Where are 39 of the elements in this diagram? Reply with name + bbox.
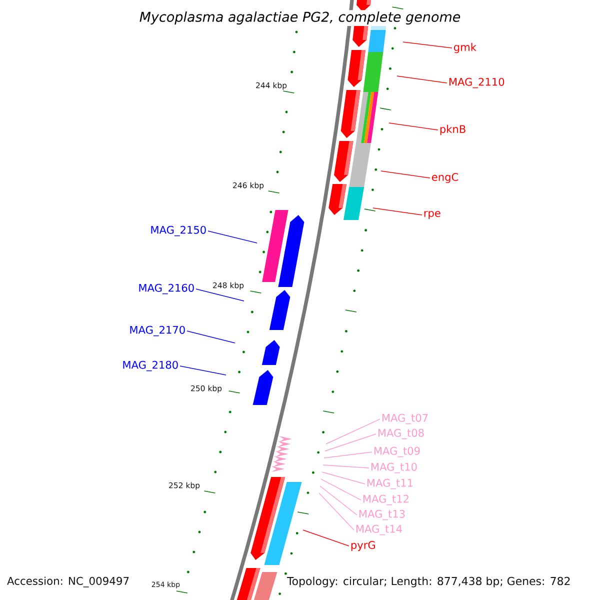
leader-line	[318, 492, 354, 530]
leader-line	[320, 478, 362, 500]
info-text: Accession: NC_009497	[7, 576, 129, 588]
leader-line	[324, 434, 376, 452]
gene-label: MAG_2150	[151, 226, 206, 236]
leader-line	[372, 208, 422, 216]
leader-line	[388, 122, 438, 130]
gene-label: pyrG	[351, 541, 375, 551]
gene-label: MAG_2160	[139, 284, 194, 294]
leader-line	[322, 472, 366, 484]
gene-label: MAG_t13	[359, 510, 405, 520]
gene-label: engC	[432, 173, 458, 183]
gene-label: MAG_t07	[382, 414, 428, 424]
gene-label: MAG_t12	[363, 494, 408, 506]
gene-label: MAG_t10	[371, 462, 417, 474]
leader-line	[302, 530, 350, 546]
gene-label: MAG_t08	[378, 428, 424, 440]
leader-line	[196, 288, 244, 302]
leader-line	[324, 452, 372, 458]
leader-line	[180, 366, 226, 376]
leader-line	[322, 464, 370, 468]
leader-line	[396, 76, 448, 84]
leader-line	[186, 330, 236, 344]
gene-label: MAG_t14	[356, 524, 402, 536]
gene-label: MAG_t11	[367, 478, 413, 490]
leader-line	[320, 486, 358, 516]
leader-line	[326, 418, 380, 444]
leader-line	[380, 170, 430, 178]
gene-label: pknB	[440, 124, 466, 136]
info-text: Topology: circular; Length: 877,438 bp; Genes: 782	[286, 576, 570, 588]
gene-label: MAG_2110	[449, 78, 504, 88]
leader-line	[208, 230, 258, 244]
title: Mycoplasma agalactiae PG2, complete genome	[138, 10, 462, 26]
gene-label: gmk	[454, 42, 476, 54]
gene-label: MAG_2180	[123, 360, 178, 372]
gene-label: MAG_t09	[374, 446, 420, 458]
leader-line	[402, 42, 452, 48]
gene-label: MAG_2170	[130, 326, 185, 336]
gene-label: rpe	[424, 210, 440, 220]
